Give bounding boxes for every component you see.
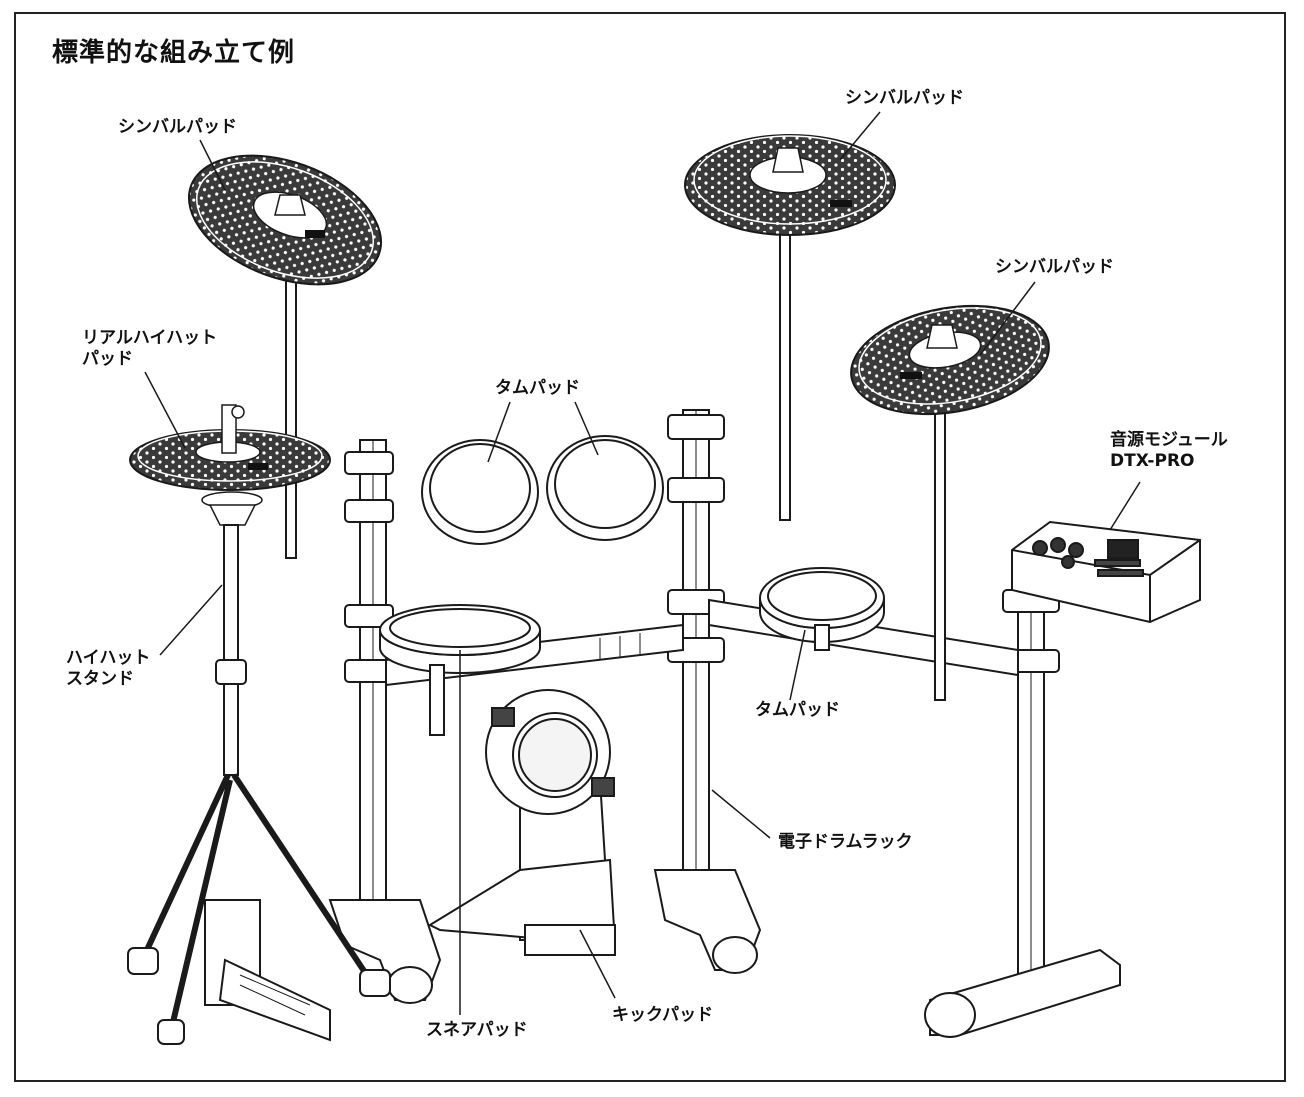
label-sound-module-line2: DTX-PRO: [1110, 451, 1195, 471]
label-hihat-stand-line2: スタンド: [66, 669, 134, 689]
label-snare-pad: スネアパッド: [426, 1020, 528, 1040]
cymbal-pad-right: [850, 304, 1050, 701]
label-drum-rack: 電子ドラムラック: [778, 832, 913, 852]
hihat-pad: [129, 404, 331, 526]
label-tom-pads-upper: タムパッド: [495, 378, 580, 398]
tom-pads-upper: [421, 435, 664, 545]
page-title: 標準的な組み立て例: [52, 38, 296, 68]
label-hihat-stand: ハイハット スタンド: [66, 648, 150, 690]
label-tom-pad-lower: タムパッド: [755, 700, 840, 720]
leader-lines: [144, 111, 1141, 1015]
label-hihat-pad: リアルハイハット パッド: [82, 328, 217, 370]
label-hihat-pad-line2: パッド: [82, 349, 133, 369]
label-hihat-stand-line1: ハイハット: [66, 648, 151, 668]
label-sound-module: 音源モジュール DTX-PRO: [1110, 430, 1228, 472]
label-cymbal-pad-left: シンバルパッド: [118, 117, 237, 137]
snare-pad: [379, 604, 541, 736]
hihat-stand: [127, 524, 391, 1045]
kick-pad: [427, 689, 617, 956]
label-sound-module-line1: 音源モジュール: [1110, 430, 1228, 450]
label-cymbal-pad-right: シンバルパッド: [995, 257, 1114, 277]
label-kick-pad: キックパッド: [612, 1005, 714, 1025]
rack-left-post: [328, 439, 442, 1004]
sound-module: [1011, 520, 1201, 624]
diagram-frame: [14, 12, 1286, 1082]
cymbal-pad-left: [187, 154, 383, 559]
label-hihat-pad-line1: リアルハイハット: [82, 328, 218, 348]
cymbal-pad-top-right: [684, 134, 896, 521]
label-cymbal-pad-top-right: シンバルパッド: [845, 88, 964, 108]
tom-pad-lower: [759, 567, 885, 651]
rack-center-post: [653, 409, 762, 974]
